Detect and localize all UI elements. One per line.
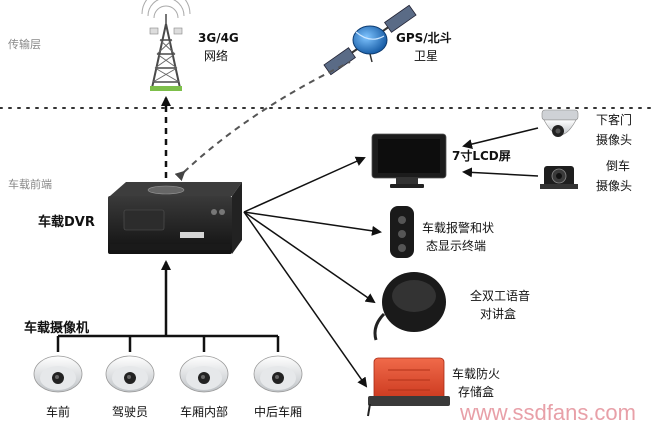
vehicle-cameras-title: 车载摄像机 — [24, 320, 89, 336]
dvr-to-lcd-arrow — [243, 156, 366, 213]
network-label-line2: 网络 — [204, 48, 228, 63]
lcd-monitor-icon — [371, 133, 447, 188]
intercom-icon — [373, 272, 446, 341]
door-camera-to-lcd-arrow — [462, 127, 539, 149]
dvr-to-storage-arrow — [243, 211, 368, 388]
camera-label-cabin: 车厢内部 — [180, 404, 228, 419]
dome-camera-icon — [105, 355, 155, 393]
dome-camera-icon — [33, 355, 83, 393]
door-camera-label-line2: 摄像头 — [596, 132, 632, 147]
door-camera-label-line1: 下客门 — [596, 112, 632, 127]
satellite-label-line2: 卫星 — [414, 49, 438, 63]
dvr-to-intercom-arrow — [243, 211, 376, 304]
storage-label-line2: 存储盒 — [458, 384, 494, 399]
satellite-label-line1: GPS/北斗 — [396, 30, 452, 45]
dome-camera-icon — [179, 355, 229, 393]
reverse-camera-icon — [540, 166, 578, 189]
intercom-label-line2: 对讲盒 — [480, 306, 516, 321]
dvr-device-icon — [108, 182, 242, 254]
layer-label-transport: 传输层 — [8, 37, 41, 51]
dvr-output-arrows — [243, 156, 382, 388]
camera-label-rear: 中后车厢 — [254, 404, 302, 419]
fireproof-storage-icon — [367, 357, 450, 417]
camera-bus — [56, 260, 280, 352]
alarm-terminal-icon — [390, 206, 414, 258]
satellite-to-dvr-arrow — [174, 61, 351, 182]
camera-label-front: 车前 — [46, 404, 70, 419]
door-camera-icon — [541, 109, 579, 137]
watermark: www.ssdfans.com — [459, 400, 636, 425]
alarm-terminal-label-line1: 车载报警和状 — [422, 220, 494, 235]
camera-label-driver: 驾驶员 — [112, 404, 148, 419]
storage-label-line1: 车载防火 — [452, 366, 500, 381]
cell-tower-icon — [141, 0, 191, 91]
satellite-icon — [323, 4, 417, 76]
dome-camera-icon — [253, 355, 303, 393]
reverse-camera-label-line2: 摄像头 — [596, 178, 632, 193]
reverse-camera-to-lcd-arrow — [462, 167, 539, 178]
alarm-terminal-label-line2: 态显示终端 — [426, 238, 486, 253]
dvr-label: 车载DVR — [38, 214, 95, 230]
layer-label-vehicle: 车载前端 — [8, 177, 52, 191]
dvr-to-alarm-arrow — [243, 211, 382, 236]
network-label-line1: 3G/4G — [198, 31, 239, 45]
intercom-label-line1: 全双工语音 — [470, 288, 530, 303]
reverse-camera-label-line1: 倒车 — [606, 158, 630, 173]
lcd-label: 7寸LCD屏 — [452, 148, 511, 163]
